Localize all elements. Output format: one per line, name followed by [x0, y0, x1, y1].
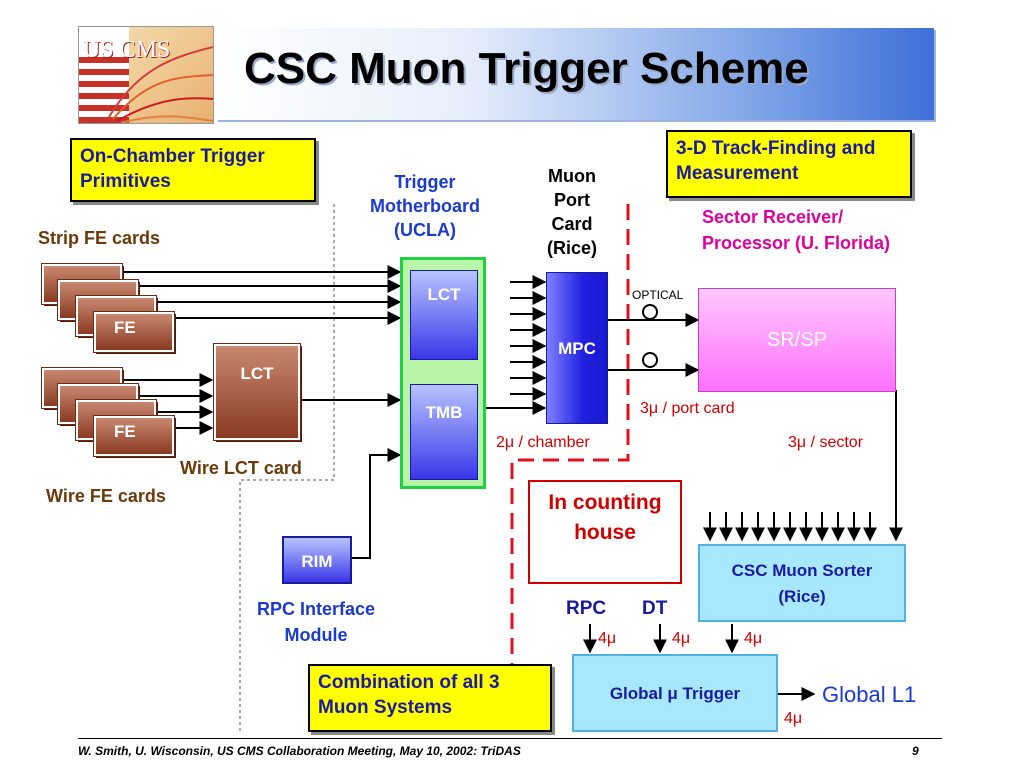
logo-graphic: [79, 27, 213, 123]
global-muon-trigger-block: Global μ Trigger: [572, 654, 778, 732]
mpc-block-label: MPC: [558, 339, 596, 358]
wire-fe-card-4: FE: [93, 415, 175, 457]
rpc-label: RPC: [566, 598, 607, 619]
lct-block: LCT: [410, 270, 478, 360]
tmb-block-label: TMB: [425, 403, 463, 422]
tmb-block: TMB: [410, 384, 478, 480]
muon-port-card-label: Muon Port Card (Rice): [546, 166, 597, 258]
rim-block: RIM: [282, 536, 352, 584]
csc-muon-sorter-block: CSC Muon Sorter (Rice): [698, 544, 906, 622]
srsp-block-label: SR/SP: [766, 329, 828, 351]
global-rate: 4μ: [784, 710, 803, 727]
sector-receiver-label: Sector Receiver/ Processor (U. Florida): [702, 207, 891, 253]
strip-fe-card-label: FE: [114, 318, 136, 337]
wire-lct-card: LCT: [213, 343, 301, 441]
rim-block-label: RIM: [301, 552, 333, 571]
logo-text: US CMS: [83, 37, 171, 63]
global-l1-label: Global L1: [822, 682, 917, 707]
us-cms-logo: US CMS: [78, 26, 214, 124]
track-finding-box: 3-D Track-Finding and Measurement: [666, 130, 912, 198]
strip-fe-label: Strip FE cards: [38, 228, 161, 248]
footer-rule: [78, 738, 942, 739]
wire-lct-card-label: Wire LCT card: [180, 458, 302, 478]
page-title: CSC Muon Trigger Scheme: [244, 44, 809, 93]
counting-house-box: In counting house: [528, 480, 682, 584]
per-sector-rate: 3μ / sector: [788, 434, 864, 451]
combination-box: Combination of all 3 Muon Systems: [308, 664, 552, 732]
wire-lct-card-text: LCT: [240, 364, 274, 383]
dt-label: DT: [642, 598, 668, 619]
dt-rate: 4μ: [672, 630, 691, 647]
srsp-block: SR/SP: [698, 288, 896, 392]
page-number: 9: [912, 744, 919, 758]
rpc-rate: 4μ: [598, 630, 617, 647]
lct-block-label: LCT: [427, 285, 461, 304]
footer-text: W. Smith, U. Wisconsin, US CMS Collabora…: [78, 744, 521, 758]
title-banner: [216, 28, 934, 120]
on-chamber-box: On-Chamber Trigger Primitives: [70, 138, 316, 202]
per-chamber-rate: 2μ / chamber: [496, 434, 590, 451]
trigger-motherboard-label: Trigger Motherboard (UCLA): [370, 172, 480, 240]
wire-fe-label: Wire FE cards: [46, 486, 166, 506]
csc-rate: 4μ: [744, 630, 763, 647]
strip-fe-card-4: FE: [93, 311, 175, 353]
rpc-interface-label: RPC Interface Module: [256, 599, 376, 645]
mpc-block: MPC: [546, 272, 608, 424]
optical-label: OPTICAL: [632, 288, 684, 302]
per-port-card-rate: 3μ / port card: [640, 400, 735, 417]
wire-fe-card-label: FE: [114, 422, 136, 441]
